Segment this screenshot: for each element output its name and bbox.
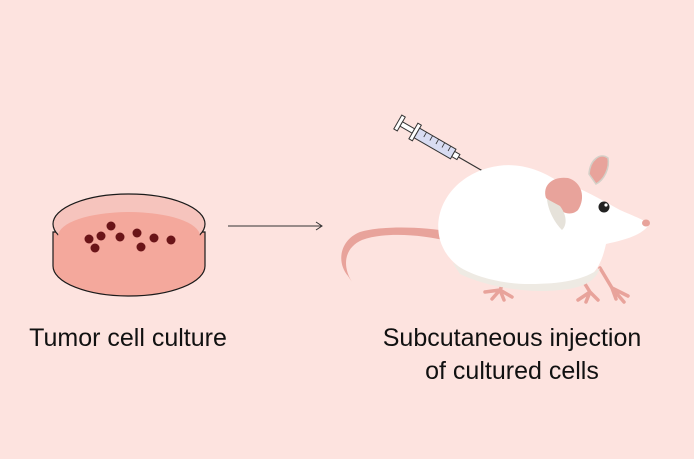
petri-dish-icon [52, 193, 206, 297]
caption-tumor-cell-culture: Tumor cell culture [0, 322, 256, 355]
arrow-icon [228, 221, 323, 231]
tumor-cells [84, 221, 176, 253]
syringe-icon [393, 114, 483, 172]
caption-text: Tumor cell culture [29, 324, 227, 352]
mouse-icon [341, 155, 650, 304]
caption-subcutaneous-injection: Subcutaneous injection of cultured cells [352, 322, 672, 388]
caption-line-1: Subcutaneous injection [382, 324, 642, 352]
caption-line-2: of cultured cells [425, 357, 599, 385]
